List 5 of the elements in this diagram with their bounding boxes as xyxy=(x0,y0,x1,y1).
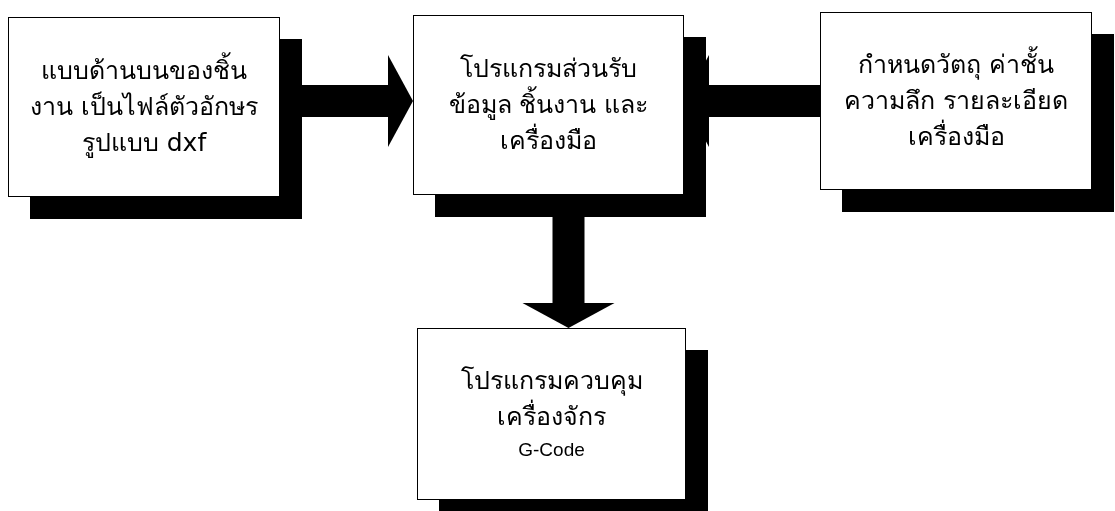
box-text: กำหนดวัตถุ ค่าชั้นความลึก รายละเอียดเครื่องมือ xyxy=(837,46,1075,156)
box-text: โปรแกรมควบคุม เครื่องจักร xyxy=(459,364,644,433)
box-text: แบบด้านบนของชิ้นงาน เป็นไฟล์ตัวอักษร รูปแบบ dxf xyxy=(25,52,263,162)
box-text: โปรแกรมส่วนรับข้อมูล ชิ้นงาน และเครื่องมือ xyxy=(447,52,650,158)
code-label: G-Code xyxy=(518,438,585,463)
